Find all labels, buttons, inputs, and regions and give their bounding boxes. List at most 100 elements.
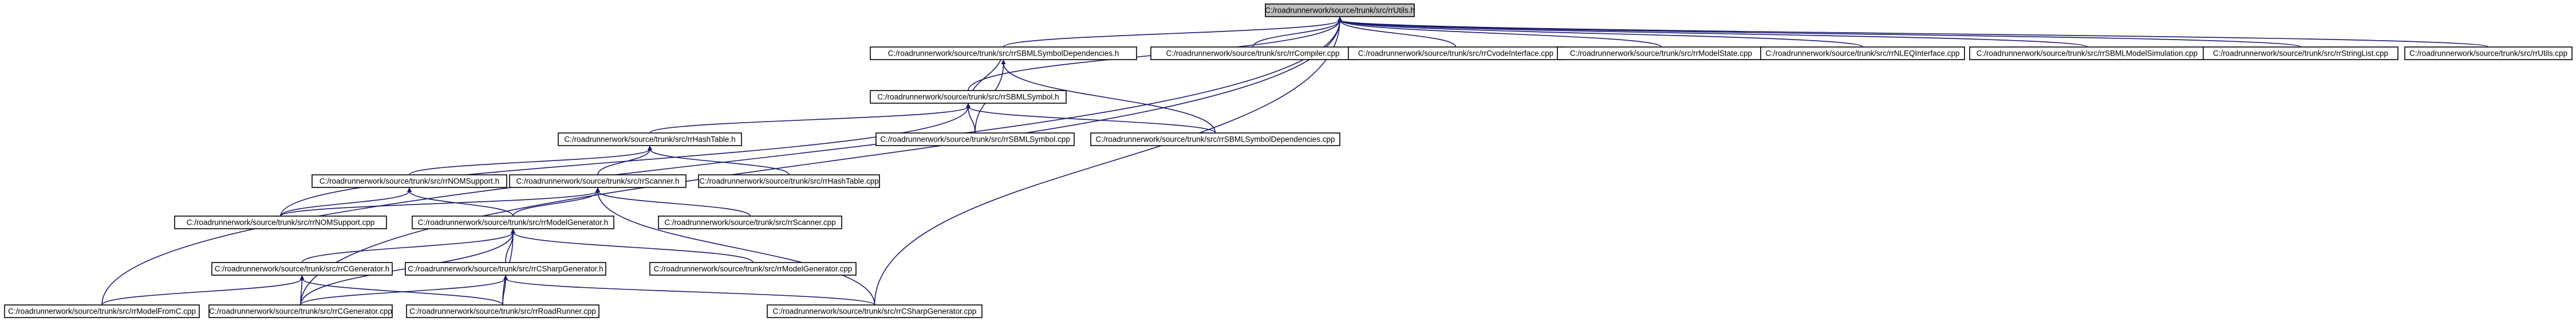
node-stringlist-cpp[interactable]: C:/roadrunnerwork/source/trunk/src/rrStr… <box>2203 46 2399 60</box>
node-modelgen-h[interactable]: C:/roadrunnerwork/source/trunk/src/rrMod… <box>412 216 614 229</box>
node-sbmlsim-cpp[interactable]: C:/roadrunnerwork/source/trunk/src/rrSBM… <box>1969 46 2205 60</box>
edge-sbmlsim-cpp-to-utils-h <box>1339 19 2088 48</box>
edge-cgen-cpp-to-cgen-h <box>300 278 303 306</box>
edge-cvode-cpp-to-utils-h <box>1339 19 1457 48</box>
node-scanner-h[interactable]: C:/roadrunnerwork/source/trunk/src/rrSca… <box>509 174 687 188</box>
node-csgen-h[interactable]: C:/roadrunnerwork/source/trunk/src/rrCSh… <box>405 262 606 276</box>
edge-nomsupport-cpp-to-nomsupport-h <box>280 190 410 217</box>
node-csgen-cpp[interactable]: C:/roadrunnerwork/source/trunk/src/rrCSh… <box>767 304 983 318</box>
arrowhead <box>299 275 305 280</box>
node-box <box>1760 46 1965 60</box>
node-box <box>1090 132 1340 146</box>
node-label: C:/roadrunnerwork/source/trunk/src/rrCom… <box>1166 49 1339 58</box>
edge-sbml-symdep-h-to-utils-h <box>1003 19 1340 48</box>
node-cvode-cpp[interactable]: C:/roadrunnerwork/source/trunk/src/rrCvo… <box>1348 46 1564 60</box>
node-label: C:/roadrunnerwork/source/trunk/src/rrHas… <box>699 177 879 186</box>
node-label: C:/roadrunnerwork/source/trunk/src/rrMod… <box>418 218 608 227</box>
node-box <box>211 262 393 276</box>
node-box <box>4 304 200 318</box>
node-box <box>870 46 1137 60</box>
arrowhead <box>648 146 652 150</box>
node-modelfromc-cpp[interactable]: C:/roadrunnerwork/source/trunk/src/rrMod… <box>4 304 200 318</box>
node-box <box>658 216 842 229</box>
edge-hashtable-cpp-to-hashtable-h <box>649 148 790 175</box>
node-label: C:/roadrunnerwork/source/trunk/src/rrSBM… <box>888 49 1119 58</box>
node-box <box>406 304 599 318</box>
edge-roadrunner-cpp-to-csgen-h <box>502 278 506 306</box>
node-box <box>412 216 614 229</box>
edge-utils-cpp-to-utils-h <box>1339 19 2489 48</box>
node-box <box>509 174 687 188</box>
node-cgen-cpp[interactable]: C:/roadrunnerwork/source/trunk/src/rrCGe… <box>208 304 393 318</box>
node-utils-h[interactable]: C:/roadrunnerwork/source/trunk/src/rrUti… <box>1265 3 1415 17</box>
node-label: C:/roadrunnerwork/source/trunk/src/rrRoa… <box>409 307 596 316</box>
node-box <box>405 262 606 276</box>
node-label: C:/roadrunnerwork/source/trunk/src/rrSca… <box>664 218 835 227</box>
node-box <box>208 304 393 318</box>
edge-cgen-cpp-to-utils-h <box>300 19 1340 306</box>
node-layer: C:/roadrunnerwork/source/trunk/src/rrUti… <box>4 3 2573 318</box>
edge-modelgen-h-to-nomsupport-h <box>409 190 514 217</box>
node-label: C:/roadrunnerwork/source/trunk/src/rrSBM… <box>1977 49 2198 58</box>
node-compiler-cpp[interactable]: C:/roadrunnerwork/source/trunk/src/rrCom… <box>1150 46 1355 60</box>
node-box <box>875 132 1075 146</box>
node-box <box>2203 46 2399 60</box>
node-label: C:/roadrunnerwork/source/trunk/src/rrCvo… <box>1358 49 1553 58</box>
node-label: C:/roadrunnerwork/source/trunk/src/rrSca… <box>516 177 679 186</box>
node-label: C:/roadrunnerwork/source/trunk/src/rrCGe… <box>215 265 389 273</box>
node-label: C:/roadrunnerwork/source/trunk/src/rrUti… <box>1265 6 1415 15</box>
node-cgen-h[interactable]: C:/roadrunnerwork/source/trunk/src/rrCGe… <box>211 262 393 276</box>
node-sbml-symdep-cpp[interactable]: C:/roadrunnerwork/source/trunk/src/rrSBM… <box>1090 132 1340 146</box>
node-box <box>870 90 1067 104</box>
node-box <box>698 174 880 188</box>
edge-layer <box>101 17 2489 306</box>
node-utils-cpp[interactable]: C:/roadrunnerwork/source/trunk/src/rrUti… <box>2404 46 2573 60</box>
arrowhead <box>407 187 412 192</box>
node-nleq-cpp[interactable]: C:/roadrunnerwork/source/trunk/src/rrNLE… <box>1760 46 1965 60</box>
edge-sbml-symdep-cpp-to-sbmlsymbol-h <box>968 106 1216 134</box>
edge-sbml-symdep-cpp-to-sbml-symdep-h <box>1003 62 1216 134</box>
node-modelstate-cpp[interactable]: C:/roadrunnerwork/source/trunk/src/rrMod… <box>1557 46 1765 60</box>
node-hashtable-h[interactable]: C:/roadrunnerwork/source/trunk/src/rrHas… <box>558 132 742 146</box>
edge-modelgen-cpp-to-modelgen-h <box>512 232 754 263</box>
edge-hashtable-h-to-sbmlsymbol-h <box>649 106 969 134</box>
edge-csgen-cpp-to-scanner-h <box>597 190 875 306</box>
arrowhead <box>966 103 971 108</box>
edge-nleq-cpp-to-utils-h <box>1339 19 1863 48</box>
node-label: C:/roadrunnerwork/source/trunk/src/rrNOM… <box>319 177 499 186</box>
edge-modelstate-cpp-to-utils-h <box>1339 19 1662 48</box>
node-sbml-symdep-h[interactable]: C:/roadrunnerwork/source/trunk/src/rrSBM… <box>870 46 1137 60</box>
node-label: C:/roadrunnerwork/source/trunk/src/rrNOM… <box>187 218 375 227</box>
node-sbmlsymbol-cpp[interactable]: C:/roadrunnerwork/source/trunk/src/rrSBM… <box>875 132 1075 146</box>
edge-scanner-cpp-to-scanner-h <box>597 190 751 217</box>
node-hashtable-cpp[interactable]: C:/roadrunnerwork/source/trunk/src/rrHas… <box>698 174 880 188</box>
node-label: C:/roadrunnerwork/source/trunk/src/rrHas… <box>564 135 735 144</box>
node-scanner-cpp[interactable]: C:/roadrunnerwork/source/trunk/src/rrSca… <box>658 216 842 229</box>
arrowhead <box>1338 17 1342 21</box>
node-label: C:/roadrunnerwork/source/trunk/src/rrCGe… <box>209 307 392 316</box>
edge-nomsupport-h-to-hashtable-h <box>409 148 650 175</box>
node-roadrunner-cpp[interactable]: C:/roadrunnerwork/source/trunk/src/rrRoa… <box>406 304 599 318</box>
arrowhead <box>595 187 600 192</box>
node-box <box>1265 3 1415 17</box>
node-label: C:/roadrunnerwork/source/trunk/src/rrSBM… <box>1096 135 1335 144</box>
node-box <box>311 174 507 188</box>
edge-scanner-h-to-hashtable-h <box>597 148 650 175</box>
arrowhead <box>503 275 508 280</box>
node-box <box>2404 46 2573 60</box>
node-sbmlsymbol-h[interactable]: C:/roadrunnerwork/source/trunk/src/rrSBM… <box>870 90 1067 104</box>
node-box <box>174 216 387 229</box>
node-nomsupport-h[interactable]: C:/roadrunnerwork/source/trunk/src/rrNOM… <box>311 174 507 188</box>
node-box <box>558 132 742 146</box>
node-modelgen-cpp[interactable]: C:/roadrunnerwork/source/trunk/src/rrMod… <box>649 262 857 276</box>
edge-modelfromc-cpp-to-cgen-h <box>101 278 303 306</box>
edge-nomsupport-cpp-to-scanner-h <box>280 190 598 217</box>
node-nomsupport-cpp[interactable]: C:/roadrunnerwork/source/trunk/src/rrNOM… <box>174 216 387 229</box>
node-label: C:/roadrunnerwork/source/trunk/src/rrMod… <box>1570 49 1752 58</box>
edge-csgen-cpp-to-utils-h <box>874 19 1340 306</box>
node-box <box>767 304 983 318</box>
edge-cgen-cpp-to-csgen-h <box>300 278 506 306</box>
node-label: C:/roadrunnerwork/source/trunk/src/rrNLE… <box>1765 49 1959 58</box>
node-label: C:/roadrunnerwork/source/trunk/src/rrMod… <box>8 307 196 316</box>
